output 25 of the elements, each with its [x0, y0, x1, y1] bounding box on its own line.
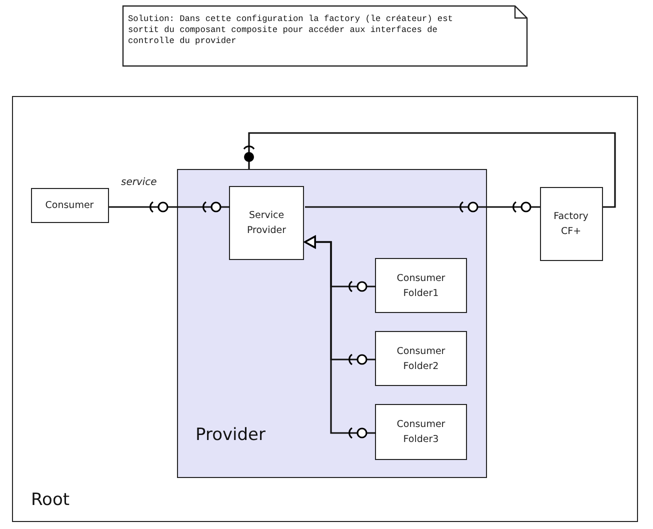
component-name: Consumer Folder2 — [396, 344, 446, 374]
container-label: Root — [31, 490, 70, 510]
edge-label: service — [121, 177, 157, 188]
component-box — [375, 258, 467, 313]
connector — [487, 199, 540, 215]
connector — [241, 132, 616, 208]
component-box — [30, 188, 108, 222]
connector — [304, 236, 376, 441]
component-box — [540, 186, 602, 260]
component-name: Factory CF+ — [552, 210, 590, 238]
component-name: Consumer Folder3 — [396, 418, 446, 447]
container-label: Provider — [196, 424, 266, 444]
component-name: Consumer — [44, 198, 95, 212]
component-name: Service Provider — [246, 209, 288, 238]
connector — [177, 199, 230, 215]
container-box — [12, 96, 638, 522]
connector — [109, 199, 177, 215]
note-box — [122, 5, 528, 67]
note-text: Solution: Dans cette configuration la factory (le créateur) est sortit du composant composite pour accéder aux interfaces de controlle du provider — [128, 14, 454, 47]
connector — [305, 199, 487, 215]
component-name: Consumer Folder1 — [396, 272, 446, 300]
composite-component-box — [176, 168, 486, 478]
component-box — [375, 404, 467, 460]
component-box — [229, 186, 304, 260]
component-box — [375, 331, 467, 386]
